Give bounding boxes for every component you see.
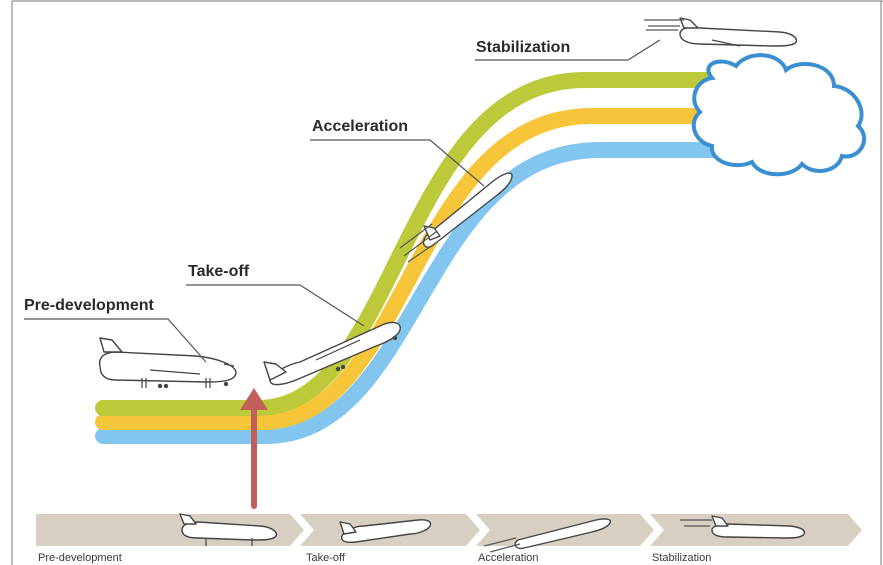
airplane-stabilization-icon (644, 17, 798, 47)
airplane-take-off-icon (263, 321, 401, 386)
cloud-icon (691, 53, 866, 177)
leader-line-pre-development (24, 318, 207, 363)
leader-line-acceleration (310, 139, 485, 187)
growth-band-yellow (95, 108, 728, 430)
leader-line-stabilization (475, 39, 661, 61)
bottom-airplane-acceleration-icon (483, 518, 612, 553)
label-take-off: Take-off (188, 263, 250, 280)
bottom-stage-bar (36, 513, 862, 553)
bottom-label-take-off: Take-off (306, 552, 346, 564)
airplane-pre-development-icon (98, 337, 237, 389)
label-acceleration: Acceleration (312, 118, 408, 135)
airplane-acceleration-icon (399, 172, 513, 263)
label-stabilization: Stabilization (476, 39, 570, 56)
growth-band-blue (95, 142, 728, 444)
label-pre-development: Pre-development (24, 297, 154, 314)
leader-line-take-off (186, 284, 365, 327)
bottom-label-stabilization: Stabilization (652, 552, 711, 564)
bottom-airplane-take-off-icon (339, 519, 432, 544)
bottom-label-pre-development: Pre-development (38, 552, 122, 564)
bottom-airplane-stabilization-icon (680, 515, 806, 539)
highlight-arrow (240, 388, 268, 509)
bottom-label-acceleration: Acceleration (478, 552, 539, 564)
bottom-airplane-pre-development-icon (179, 513, 278, 546)
